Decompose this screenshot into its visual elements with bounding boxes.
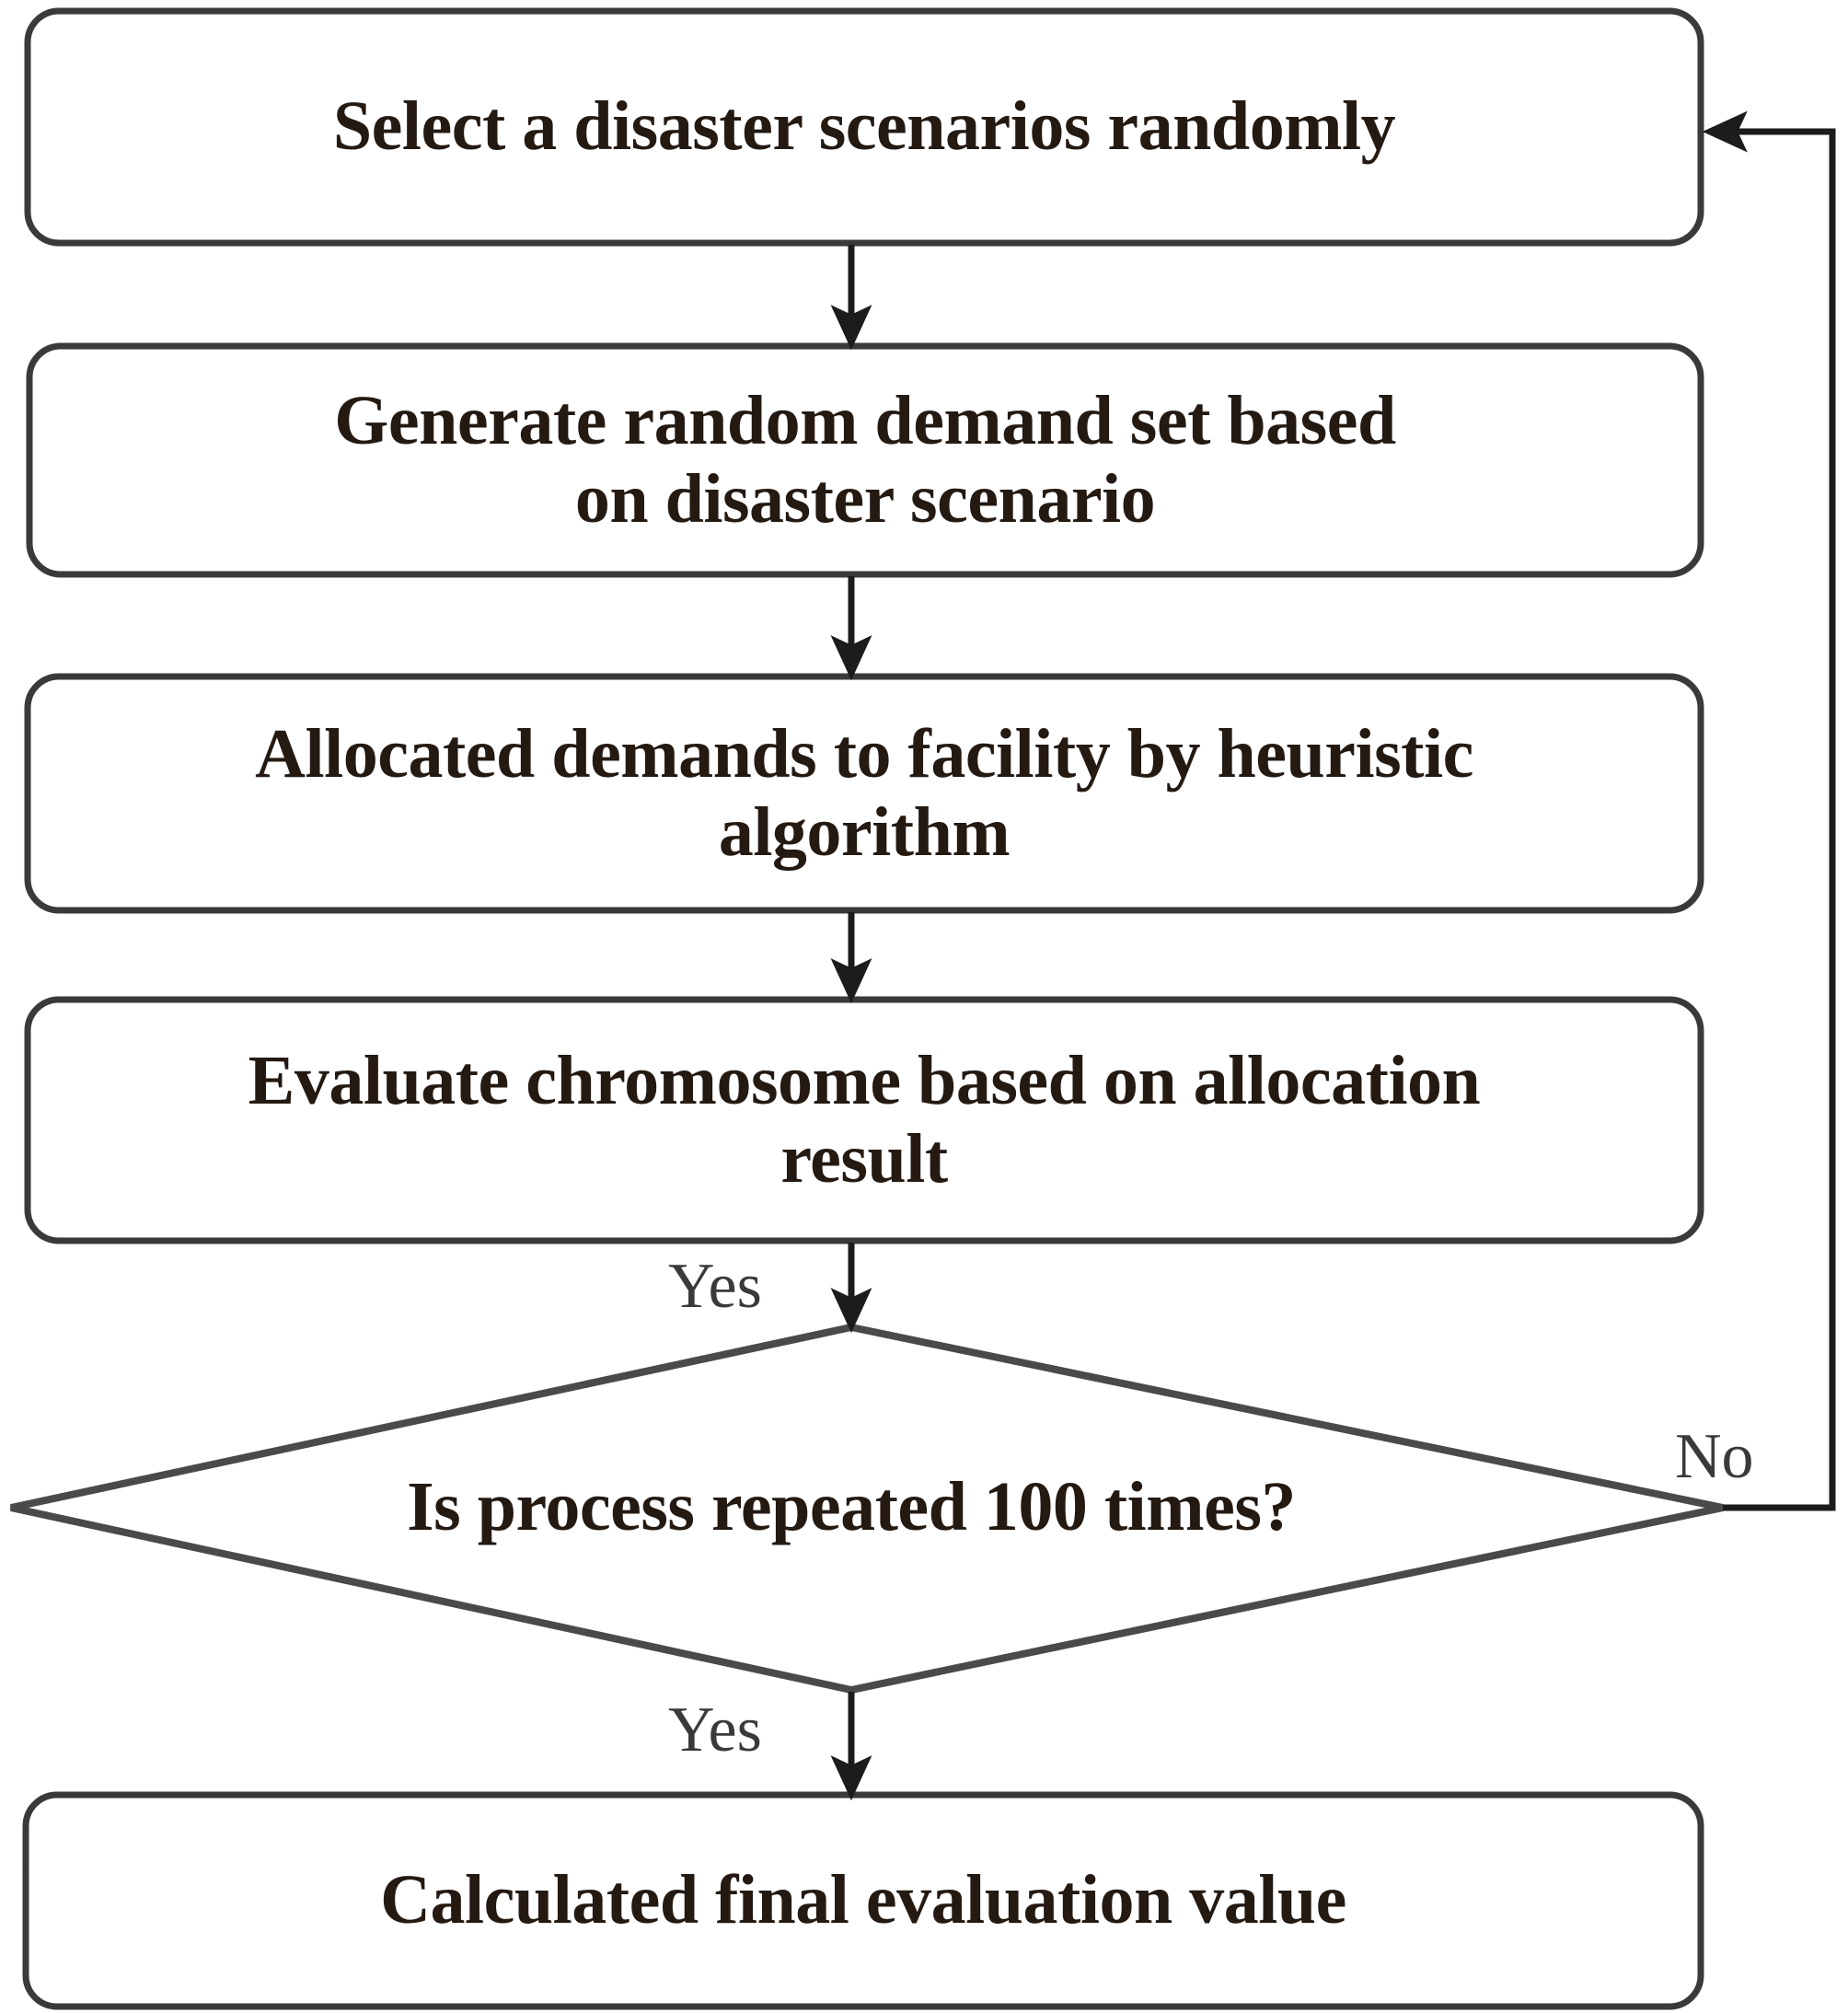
node-allocate-demands[interactable] <box>28 677 1701 910</box>
node-final-value[interactable] <box>26 1795 1701 2007</box>
node-evaluate-chromosome[interactable] <box>28 1000 1701 1241</box>
node-select-scenario-shape <box>24 7 1704 247</box>
node-select-scenario[interactable] <box>28 11 1701 243</box>
edge-label-yes-above-decision: Yes <box>668 1251 762 1322</box>
edge-decision-no-feedback <box>1702 110 1836 1511</box>
node-repeat-decision[interactable] <box>276 1417 1426 1598</box>
edge-label-yes-below-decision: Yes <box>668 1695 762 1765</box>
node-generate-demand[interactable] <box>29 346 1701 574</box>
edge-label-no-right-of-decision: No <box>1675 1421 1754 1492</box>
node-repeat-decision-shape <box>10 1323 1724 1695</box>
